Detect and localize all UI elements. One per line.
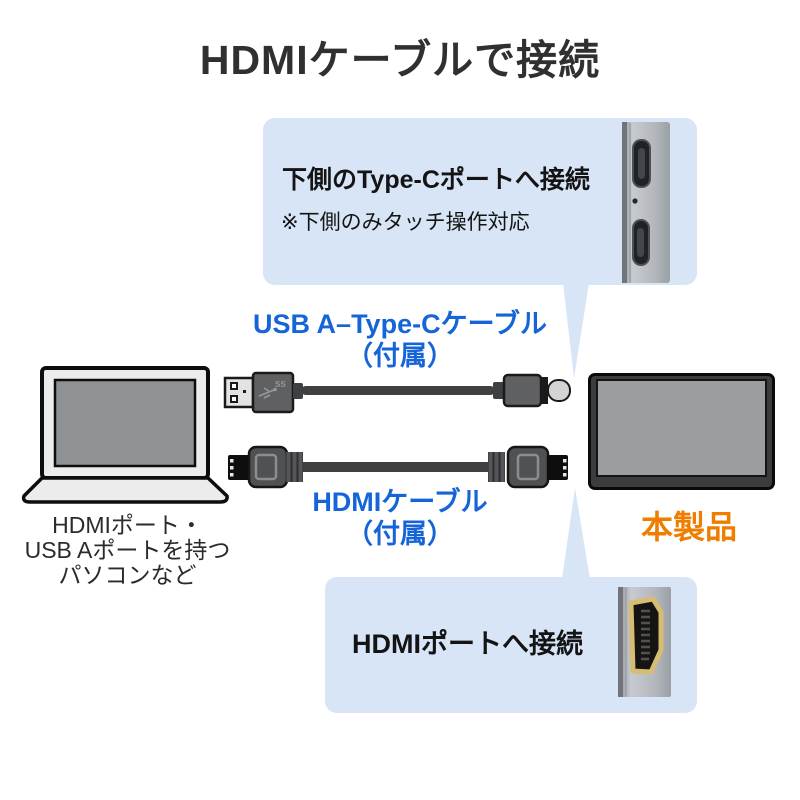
page-title: HDMIケーブルで接続 — [199, 37, 601, 83]
usb-c-connector-icon — [493, 373, 571, 408]
laptop-caption-line: HDMIポート・ — [52, 512, 203, 538]
usb-a-connector-icon: SS — [223, 371, 295, 414]
hdmi-cable-label-line1: HDMIケーブル — [312, 487, 488, 517]
hdmi-cable-label-line2: （付属） — [346, 519, 454, 549]
hdmi-cable-wire — [303, 462, 488, 472]
laptop-caption-line: パソコンなど — [58, 562, 197, 588]
top-callout-tail — [563, 283, 589, 378]
product-label: 本製品 — [640, 509, 737, 545]
usb-cable-label: USB A–Type-Cケーブル （付属） — [240, 308, 560, 372]
laptop-caption: HDMIポート・ USB Aポートを持つ パソコンなど — [5, 513, 250, 588]
bottom-callout-tail — [562, 488, 590, 579]
laptop-illustration — [21, 366, 229, 504]
monitor-illustration — [588, 373, 775, 490]
hdmi-connector-right-icon — [488, 445, 568, 489]
hdmi-port-opening — [628, 596, 664, 675]
laptop-caption-line: USB Aポートを持つ — [24, 537, 231, 563]
laptop-base — [21, 476, 229, 504]
top-callout-note: ※下側のみタッチ操作対応 — [281, 211, 530, 234]
bottom-callout-heading: HDMIポートへ接続 — [352, 629, 583, 659]
usb-cable-label-line2: （付属） — [346, 341, 454, 371]
hdmi-connector-left-icon — [228, 445, 303, 489]
usb-ss-logo: SS — [258, 380, 286, 399]
type-c-ports-photo — [622, 122, 670, 283]
mic-hole — [632, 198, 638, 204]
usb-a-type-c-cable-illustration: SS — [223, 371, 571, 414]
hdmi-cable-illustration — [228, 445, 568, 489]
svg-text:SS: SS — [275, 380, 286, 389]
hdmi-port-photo — [618, 587, 671, 697]
usb-cable-label-line1: USB A–Type-Cケーブル — [253, 309, 547, 339]
monitor-screen — [596, 379, 767, 477]
top-callout-heading: 下側のType-Cポートへ接続 — [282, 166, 590, 194]
hdmi-cable-label: HDMIケーブル （付属） — [240, 486, 560, 550]
laptop-screen — [53, 378, 197, 468]
usb-cable-wire — [301, 386, 495, 395]
